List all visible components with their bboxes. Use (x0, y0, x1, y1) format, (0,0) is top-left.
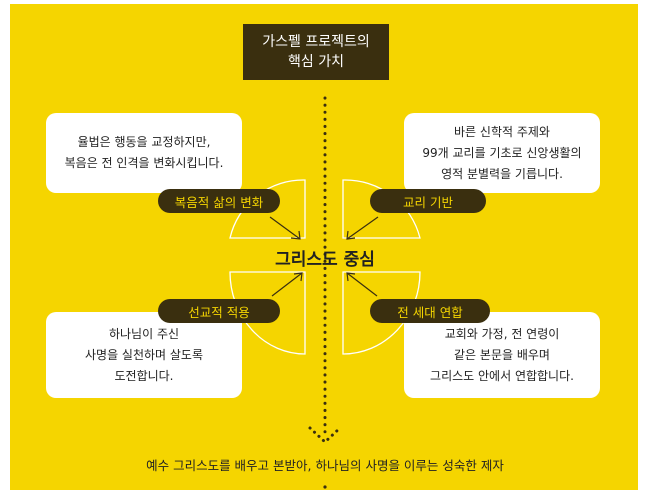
card-text-line: 사명을 실천하며 살도록 (84, 347, 204, 362)
arrow-bottom-left (271, 272, 303, 297)
arc-bottom-left (229, 271, 306, 355)
tag-top-right: 교리 기반 (370, 189, 486, 213)
footer-dot (323, 485, 327, 489)
card-text-line: 복음은 전 인격을 변화시킵니다. (64, 156, 224, 170)
card-text-line: 율법은 행동을 교정하지만, (77, 135, 211, 149)
footer-text: 예수 그리스도를 배우고 본받아, 하나님의 사명을 이루는 성숙한 제자 (146, 458, 504, 473)
card-text-line: 같은 본문을 배우며 (454, 347, 550, 362)
card-text-line: 그리스도 안에서 연합합니다. (430, 368, 574, 383)
tag-bottom-left: 선교적 적용 (158, 299, 280, 323)
card-text-line: 99개 교리를 기초로 신앙생활의 (422, 145, 582, 160)
down-arrow-head (308, 426, 342, 445)
card-text-line: 도전합니다. (114, 368, 174, 383)
card-bottom-left: 하나님이 주신 사명을 실천하며 살도록 도전합니다. (46, 312, 242, 398)
tag-top-left: 복음적 삶의 변화 (158, 189, 280, 213)
title-box: 가스펠 프로젝트의 핵심 가치 (243, 24, 389, 80)
title-line-1: 가스펠 프로젝트의 (262, 34, 370, 50)
title-line-2: 핵심 가치 (288, 54, 344, 70)
card-text-line: 바른 신학적 주제와 (454, 124, 550, 139)
card-text-line: 교회와 가정, 전 연령이 (444, 326, 560, 341)
card-top-left: 율법은 행동을 교정하지만, 복음은 전 인격을 변화시킵니다. (46, 113, 242, 193)
center-label: 그리스도 중심 (275, 250, 375, 270)
arrow-top-left (269, 216, 301, 240)
card-text-line: 영적 분별력을 기릅니다. (441, 166, 563, 181)
tag-bottom-right: 전 세대 연합 (370, 299, 490, 323)
card-top-right: 바른 신학적 주제와 99개 교리를 기초로 신앙생활의 영적 분별력을 기릅니… (404, 113, 600, 193)
arc-bottom-right (342, 271, 421, 355)
card-bottom-right: 교회와 가정, 전 연령이 같은 본문을 배우며 그리스도 안에서 연합합니다. (404, 312, 600, 398)
arrow-top-right (346, 216, 379, 240)
arrow-bottom-right (346, 272, 378, 297)
card-text-line: 하나님이 주신 (108, 326, 180, 341)
